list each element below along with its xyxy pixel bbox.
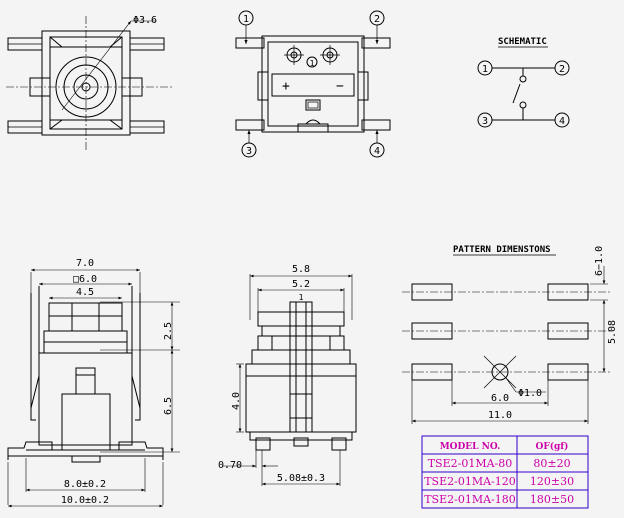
- pattern-title: PATTERN DIMENSTONS: [453, 245, 551, 255]
- front-dim-65: 6.5: [163, 397, 174, 415]
- table-row-2-model: TSE2-01MA-120: [424, 475, 516, 488]
- front-view: 7.0 □6.0 4.5 2.5 6.5: [7, 258, 180, 508]
- table-row-1-force: 80±20: [533, 457, 570, 470]
- table-row-1-model: TSE2-01MA-80: [428, 457, 513, 470]
- side-center-label: 1: [299, 293, 304, 302]
- pattern-dim-508: 5.08: [607, 320, 618, 344]
- front-dim-25: 2.5: [163, 322, 174, 340]
- side-dim-52: 5.2: [292, 279, 310, 290]
- schem-pin-3: 3: [482, 116, 488, 127]
- diameter-label: Φ3.6: [133, 15, 157, 26]
- model-table: MODEL NO. OF(gf) TSE2-01MA-80 80±20 TSE2…: [421, 435, 589, 509]
- pin-label-4: 4: [374, 146, 380, 157]
- center-pin-label: 1: [310, 59, 315, 68]
- pattern-dim-hole: Φ1.0: [518, 388, 542, 399]
- side-dim-58: 5.8: [292, 264, 310, 275]
- top-view: Φ3.6: [6, 15, 172, 150]
- front-dim-7: 7.0: [76, 258, 94, 269]
- schematic-title: SCHEMATIC: [498, 37, 547, 47]
- table-row-3-force: 180±50: [530, 493, 574, 506]
- pattern-dim-6: 6−1.0: [594, 246, 605, 276]
- pattern-dimensions: PATTERN DIMENSTONS 6−1.0 5.08 Φ1.0 6.0 1: [402, 245, 618, 424]
- terminal-view: 1 2 3 4 1 + −: [235, 10, 391, 158]
- pin-label-1: 1: [243, 14, 249, 25]
- pin-label-3: 3: [246, 146, 252, 157]
- table-row-3-model: TSE2-01MA-180: [424, 493, 516, 506]
- table-header-force: OF(gf): [536, 441, 569, 452]
- schem-pin-2: 2: [559, 64, 565, 75]
- schem-pin-1: 1: [482, 64, 488, 75]
- plus-label: +: [282, 79, 290, 94]
- schematic: SCHEMATIC 1 2 3 4: [477, 37, 570, 128]
- table-row-2-force: 120±30: [530, 475, 574, 488]
- side-view: 5.8 5.2 1 4.0 0.70 5.08±0: [218, 264, 357, 486]
- pin-label-2: 2: [374, 14, 380, 25]
- front-dim-6: □6.0: [73, 274, 97, 285]
- side-dim-07: 0.70: [218, 460, 242, 471]
- front-dim-8: 8.0±0.2: [64, 479, 106, 490]
- side-dim-508: 5.08±0.3: [277, 473, 325, 484]
- side-dim-4: 4.0: [231, 392, 242, 410]
- table-header-model: MODEL NO.: [440, 442, 501, 452]
- pattern-dim-11: 11.0: [488, 410, 512, 421]
- schem-pin-4: 4: [559, 116, 565, 127]
- pattern-dim-gap: 6.0: [491, 393, 509, 404]
- front-dim-10: 10.0±0.2: [61, 495, 109, 506]
- minus-label: −: [336, 79, 344, 94]
- front-dim-45: 4.5: [76, 287, 94, 298]
